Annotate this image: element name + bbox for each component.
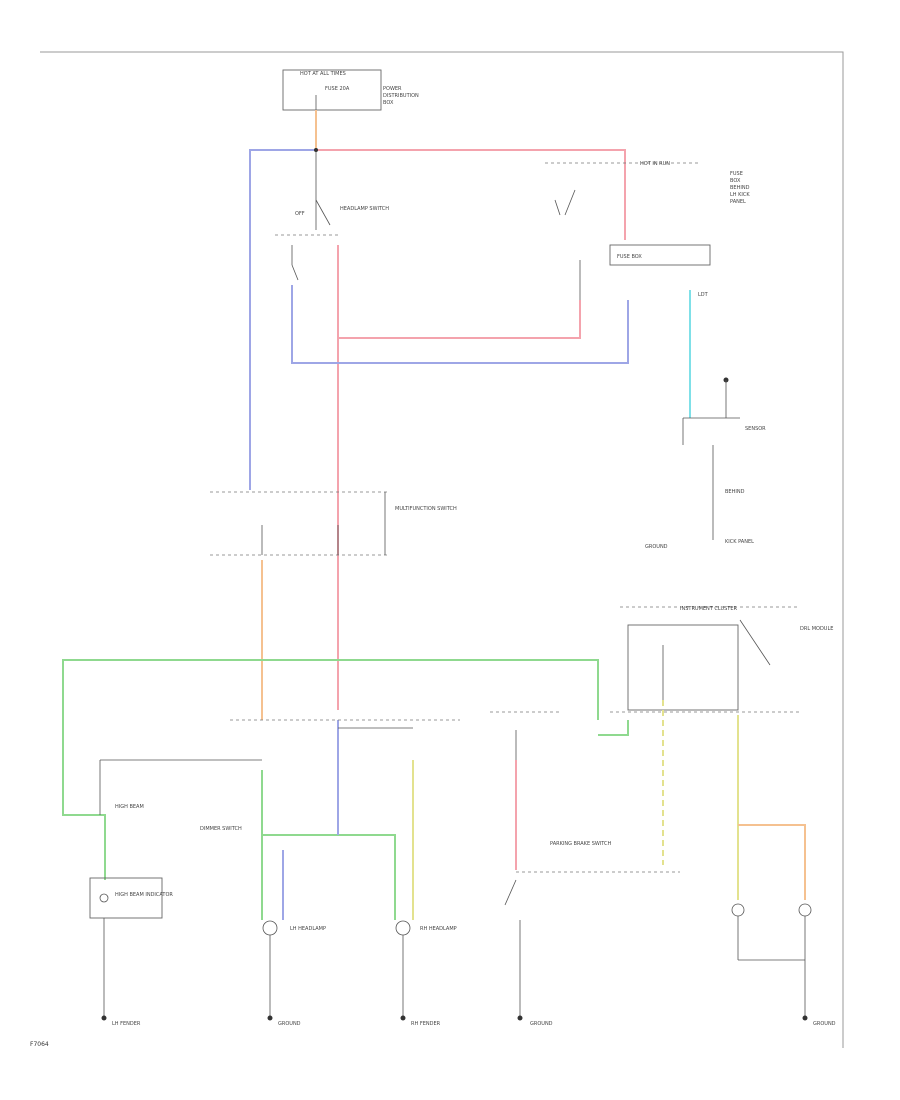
fuse-box-label: FUSE BOX bbox=[617, 254, 642, 260]
dimmer-switch: HOT IN RUN FUSE BOX FUSE BOX BEHIND LH K… bbox=[545, 161, 750, 300]
fuse-row: HIGH BEAM DIMMER SWITCH bbox=[99, 719, 460, 832]
diagram-frame bbox=[40, 51, 844, 1048]
rh-headlamp: RH HEADLAMP RH FENDER bbox=[395, 920, 457, 1027]
high-beam-indicator-label: HIGH BEAM INDICATOR bbox=[115, 892, 173, 898]
drl-module-label: DRL MODULE bbox=[800, 626, 833, 632]
ground-lh-fender: LH FENDER bbox=[112, 1021, 141, 1027]
parking-brake-switch: PARKING BRAKE SWITCH GROUND bbox=[490, 711, 680, 1027]
svg-text:BOX: BOX bbox=[383, 100, 394, 106]
wire-blue-loop bbox=[291, 285, 629, 364]
svg-text:GROUND: GROUND bbox=[530, 1021, 553, 1027]
wire-green-mid2 bbox=[262, 834, 396, 920]
svg-text:BEHIND: BEHIND bbox=[730, 185, 750, 191]
svg-text:KICK PANEL: KICK PANEL bbox=[725, 539, 754, 545]
power-distribution-block: HOT AT ALL TIMES FUSE 20A POWER DISTRIBU… bbox=[282, 69, 419, 111]
right-bottom-lamps: GROUND bbox=[731, 903, 836, 1027]
svg-text:GROUND: GROUND bbox=[278, 1021, 301, 1027]
sensor-block: LDT SENSOR BEHIND KICK PANEL GROUND bbox=[645, 292, 766, 550]
svg-text:GROUND: GROUND bbox=[813, 1021, 836, 1027]
sensor-label: SENSOR bbox=[745, 426, 766, 432]
instrument-cluster: INSTRUMENT CLUSTER DRL MODULE bbox=[610, 606, 833, 713]
wire-green-right bbox=[598, 720, 629, 736]
instrument-cluster-label: INSTRUMENT CLUSTER bbox=[680, 606, 738, 612]
svg-text:DISTRIBUTION: DISTRIBUTION bbox=[383, 93, 419, 99]
svg-text:OFF: OFF bbox=[295, 211, 305, 217]
hot-at-all-times-label: HOT AT ALL TIMES bbox=[300, 71, 346, 77]
headlamp-switch-label: HEADLAMP SWITCH bbox=[340, 206, 389, 212]
multifunction-switch: MULTIFUNCTION SWITCH bbox=[210, 491, 457, 556]
svg-text:BOX: BOX bbox=[730, 178, 741, 184]
lh-headlamp-label: LH HEADLAMP bbox=[290, 926, 326, 932]
svg-text:LDT: LDT bbox=[698, 292, 709, 298]
fuse-20a-label: FUSE 20A bbox=[325, 86, 350, 92]
svg-text:FUSE: FUSE bbox=[730, 171, 743, 177]
svg-text:POWER: POWER bbox=[383, 86, 402, 92]
figure-code: F7064 bbox=[30, 1041, 49, 1048]
parking-brake-label: PARKING BRAKE SWITCH bbox=[550, 841, 612, 847]
svg-text:LH KICK: LH KICK bbox=[730, 192, 750, 198]
svg-text:HIGH BEAM: HIGH BEAM bbox=[115, 804, 144, 810]
svg-text:BEHIND: BEHIND bbox=[725, 489, 745, 495]
lh-headlamp: LH HEADLAMP GROUND bbox=[262, 920, 326, 1027]
svg-text:GROUND: GROUND bbox=[645, 544, 668, 550]
ground-rh-fender: RH FENDER bbox=[411, 1021, 441, 1027]
high-beam-indicator: HIGH BEAM INDICATOR LH FENDER bbox=[89, 877, 173, 1027]
svg-text:PANEL: PANEL bbox=[730, 199, 746, 205]
rh-headlamp-label: RH HEADLAMP bbox=[420, 926, 457, 932]
multifunction-switch-label: MULTIFUNCTION SWITCH bbox=[395, 506, 457, 512]
wire-blue-top bbox=[249, 149, 316, 490]
wire-red-top bbox=[316, 149, 626, 240]
wire-red-branch bbox=[338, 300, 581, 339]
svg-text:HOT IN RUN: HOT IN RUN bbox=[640, 161, 670, 167]
wire-orange-right bbox=[738, 824, 806, 900]
wire-green-loop bbox=[62, 659, 599, 880]
dimmer-switch-label: DIMMER SWITCH bbox=[200, 826, 242, 832]
headlamp-switch: OFF HEADLAMP SWITCH bbox=[275, 148, 389, 281]
